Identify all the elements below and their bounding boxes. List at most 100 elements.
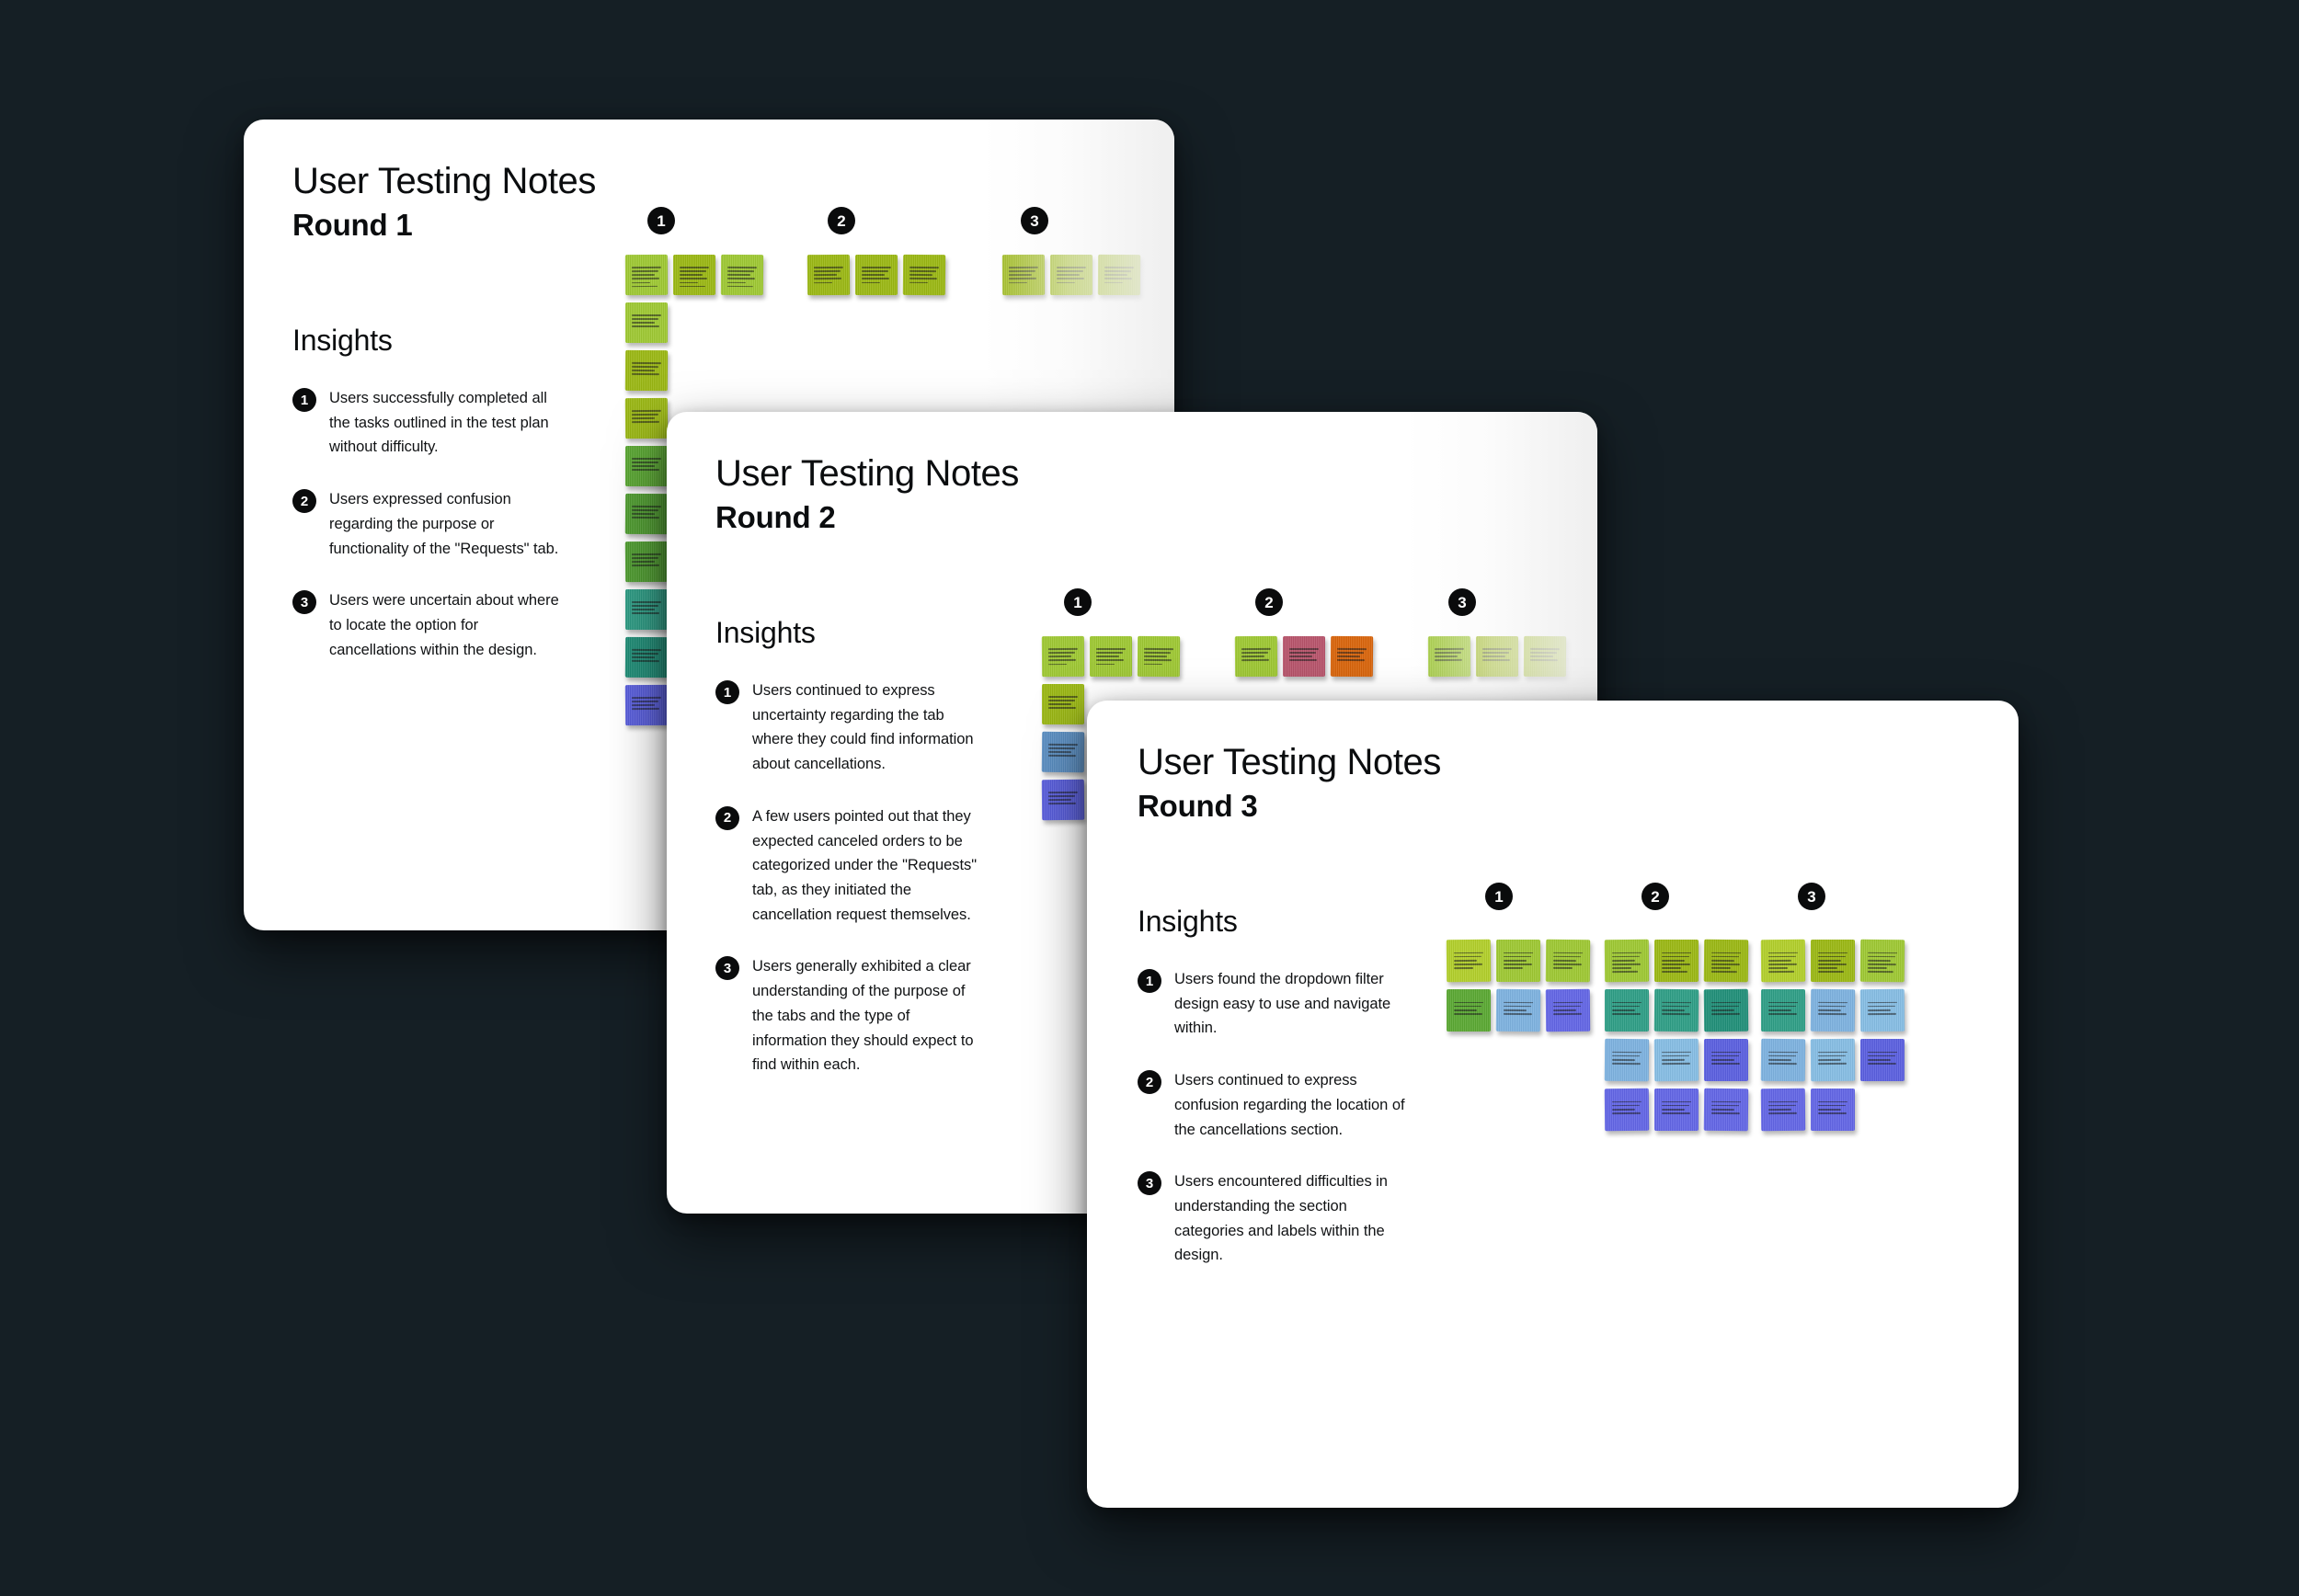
sticky-note xyxy=(1427,635,1471,678)
insight-number-badge: 3 xyxy=(292,590,316,615)
sticky-note xyxy=(1811,940,1855,982)
sticky-note xyxy=(1042,684,1084,724)
page-subtitle: Round 2 xyxy=(715,499,836,534)
sticky-note xyxy=(720,254,764,296)
sticky-note xyxy=(1760,1088,1806,1132)
sticky-note xyxy=(1137,635,1181,678)
card-header-round-3: User Testing Notes Round 3 xyxy=(1138,742,1441,824)
sticky-note-text-lines xyxy=(632,410,661,424)
insight-number-badge: 2 xyxy=(1138,1070,1161,1095)
sticky-note-text-lines xyxy=(1482,648,1512,662)
cluster-number-badge: 2 xyxy=(1641,883,1669,910)
sticky-note-text-lines xyxy=(632,553,661,567)
sticky-note-text-lines xyxy=(632,697,661,711)
sticky-note-text-lines xyxy=(1530,648,1560,662)
sticky-note-text-lines xyxy=(1767,1051,1799,1065)
sticky-note xyxy=(1653,1038,1699,1082)
sticky-note-text-lines xyxy=(1104,267,1134,284)
card-header-round-1: User Testing Notes Round 1 xyxy=(292,161,596,243)
sticky-note-text-lines xyxy=(1009,267,1038,284)
insights-heading: Insights xyxy=(715,616,816,649)
sticky-note-text-lines xyxy=(1661,1001,1692,1015)
sticky-note-text-lines xyxy=(1611,1051,1642,1065)
cluster-number-badge: 3 xyxy=(1448,588,1476,616)
sticky-note xyxy=(1496,940,1540,982)
sticky-note xyxy=(1234,635,1278,678)
sticky-note-text-lines xyxy=(1611,1001,1642,1015)
sticky-note xyxy=(1604,1088,1650,1132)
insight-text: Users found the dropdown filter design e… xyxy=(1174,971,1391,1037)
sticky-note-text-lines xyxy=(1552,1001,1584,1015)
sticky-note xyxy=(624,541,669,583)
insights-heading: Insights xyxy=(292,324,393,357)
sticky-note-text-lines xyxy=(632,362,661,376)
sticky-note xyxy=(1545,988,1591,1032)
sticky-note-text-lines xyxy=(680,267,709,288)
insight-text: Users generally exhibited a clear unders… xyxy=(752,958,974,1074)
insight-number-badge: 1 xyxy=(1138,969,1161,993)
list-item: 3 Users were uncertain about where to lo… xyxy=(292,588,568,662)
cluster-number-badge: 1 xyxy=(647,207,675,234)
sticky-note xyxy=(1653,988,1699,1032)
sticky-note-text-lines xyxy=(727,267,757,288)
insight-text: Users successfully completed all the tas… xyxy=(329,390,549,456)
sticky-note-text-lines xyxy=(632,506,661,519)
page-title: User Testing Notes xyxy=(715,453,1019,494)
sticky-note xyxy=(1446,939,1492,983)
sticky-note xyxy=(625,446,668,486)
sticky-note xyxy=(624,397,669,439)
sticky-note xyxy=(1523,635,1567,678)
sticky-note xyxy=(624,636,669,678)
card-header-round-2: User Testing Notes Round 2 xyxy=(715,453,1019,535)
sticky-note-text-lines xyxy=(1048,696,1078,710)
insight-number-badge: 1 xyxy=(715,680,739,704)
sticky-note xyxy=(1495,988,1541,1032)
page-subtitle: Round 3 xyxy=(1138,788,1258,823)
sticky-note-text-lines xyxy=(1867,1051,1898,1065)
sticky-note-text-lines xyxy=(632,601,661,615)
sticky-note xyxy=(1859,988,1905,1032)
sticky-note-text-lines xyxy=(1817,1100,1848,1114)
sticky-note xyxy=(625,589,668,630)
sticky-note-text-lines xyxy=(1435,648,1464,662)
list-item: 2 Users expressed confusion regarding th… xyxy=(292,487,568,561)
cluster-number-badge: 1 xyxy=(1485,883,1513,910)
sticky-note-text-lines xyxy=(1710,1051,1742,1065)
insight-text: A few users pointed out that they expect… xyxy=(752,807,978,923)
insights-heading: Insights xyxy=(1138,905,1238,938)
insight-text: Users continued to express confusion reg… xyxy=(1174,1072,1405,1138)
insights-list: 1 Users found the dropdown filter design… xyxy=(1138,967,1413,1295)
insights-list: 1 Users continued to express uncertainty… xyxy=(715,678,991,1105)
page-subtitle: Round 1 xyxy=(292,207,413,242)
insight-text: Users continued to express uncertainty r… xyxy=(752,682,974,773)
sticky-note xyxy=(1760,1038,1806,1082)
page-title: User Testing Notes xyxy=(292,161,596,201)
cluster-number-badge: 3 xyxy=(1021,207,1048,234)
sticky-note xyxy=(806,254,851,296)
sticky-note-text-lines xyxy=(1710,1100,1742,1114)
sticky-note-text-lines xyxy=(1241,648,1271,662)
sticky-note xyxy=(1703,1088,1749,1132)
sticky-note xyxy=(1604,939,1650,983)
sticky-note xyxy=(1090,636,1132,677)
sticky-note xyxy=(673,255,715,295)
sticky-note xyxy=(1760,939,1806,983)
insight-number-badge: 3 xyxy=(1138,1171,1161,1196)
sticky-note xyxy=(1001,254,1046,296)
sticky-note-text-lines xyxy=(632,314,661,328)
sticky-note-text-lines xyxy=(1867,952,1898,973)
sticky-note xyxy=(1447,989,1491,1032)
insight-number-badge: 3 xyxy=(715,956,739,981)
sticky-note-text-lines xyxy=(1096,648,1126,666)
sticky-note-text-lines xyxy=(1552,952,1584,969)
list-item: 2 Users continued to express confusion r… xyxy=(1138,1068,1413,1142)
sticky-note-text-lines xyxy=(1503,952,1534,969)
cluster-number-badge: 2 xyxy=(828,207,855,234)
sticky-note xyxy=(1703,988,1749,1032)
sticky-note-text-lines xyxy=(632,458,661,472)
insight-number-badge: 2 xyxy=(715,805,739,830)
sticky-note xyxy=(624,493,669,535)
insight-number-badge: 2 xyxy=(292,489,316,514)
list-item: 3 Users encountered difficulties in unde… xyxy=(1138,1169,1413,1268)
